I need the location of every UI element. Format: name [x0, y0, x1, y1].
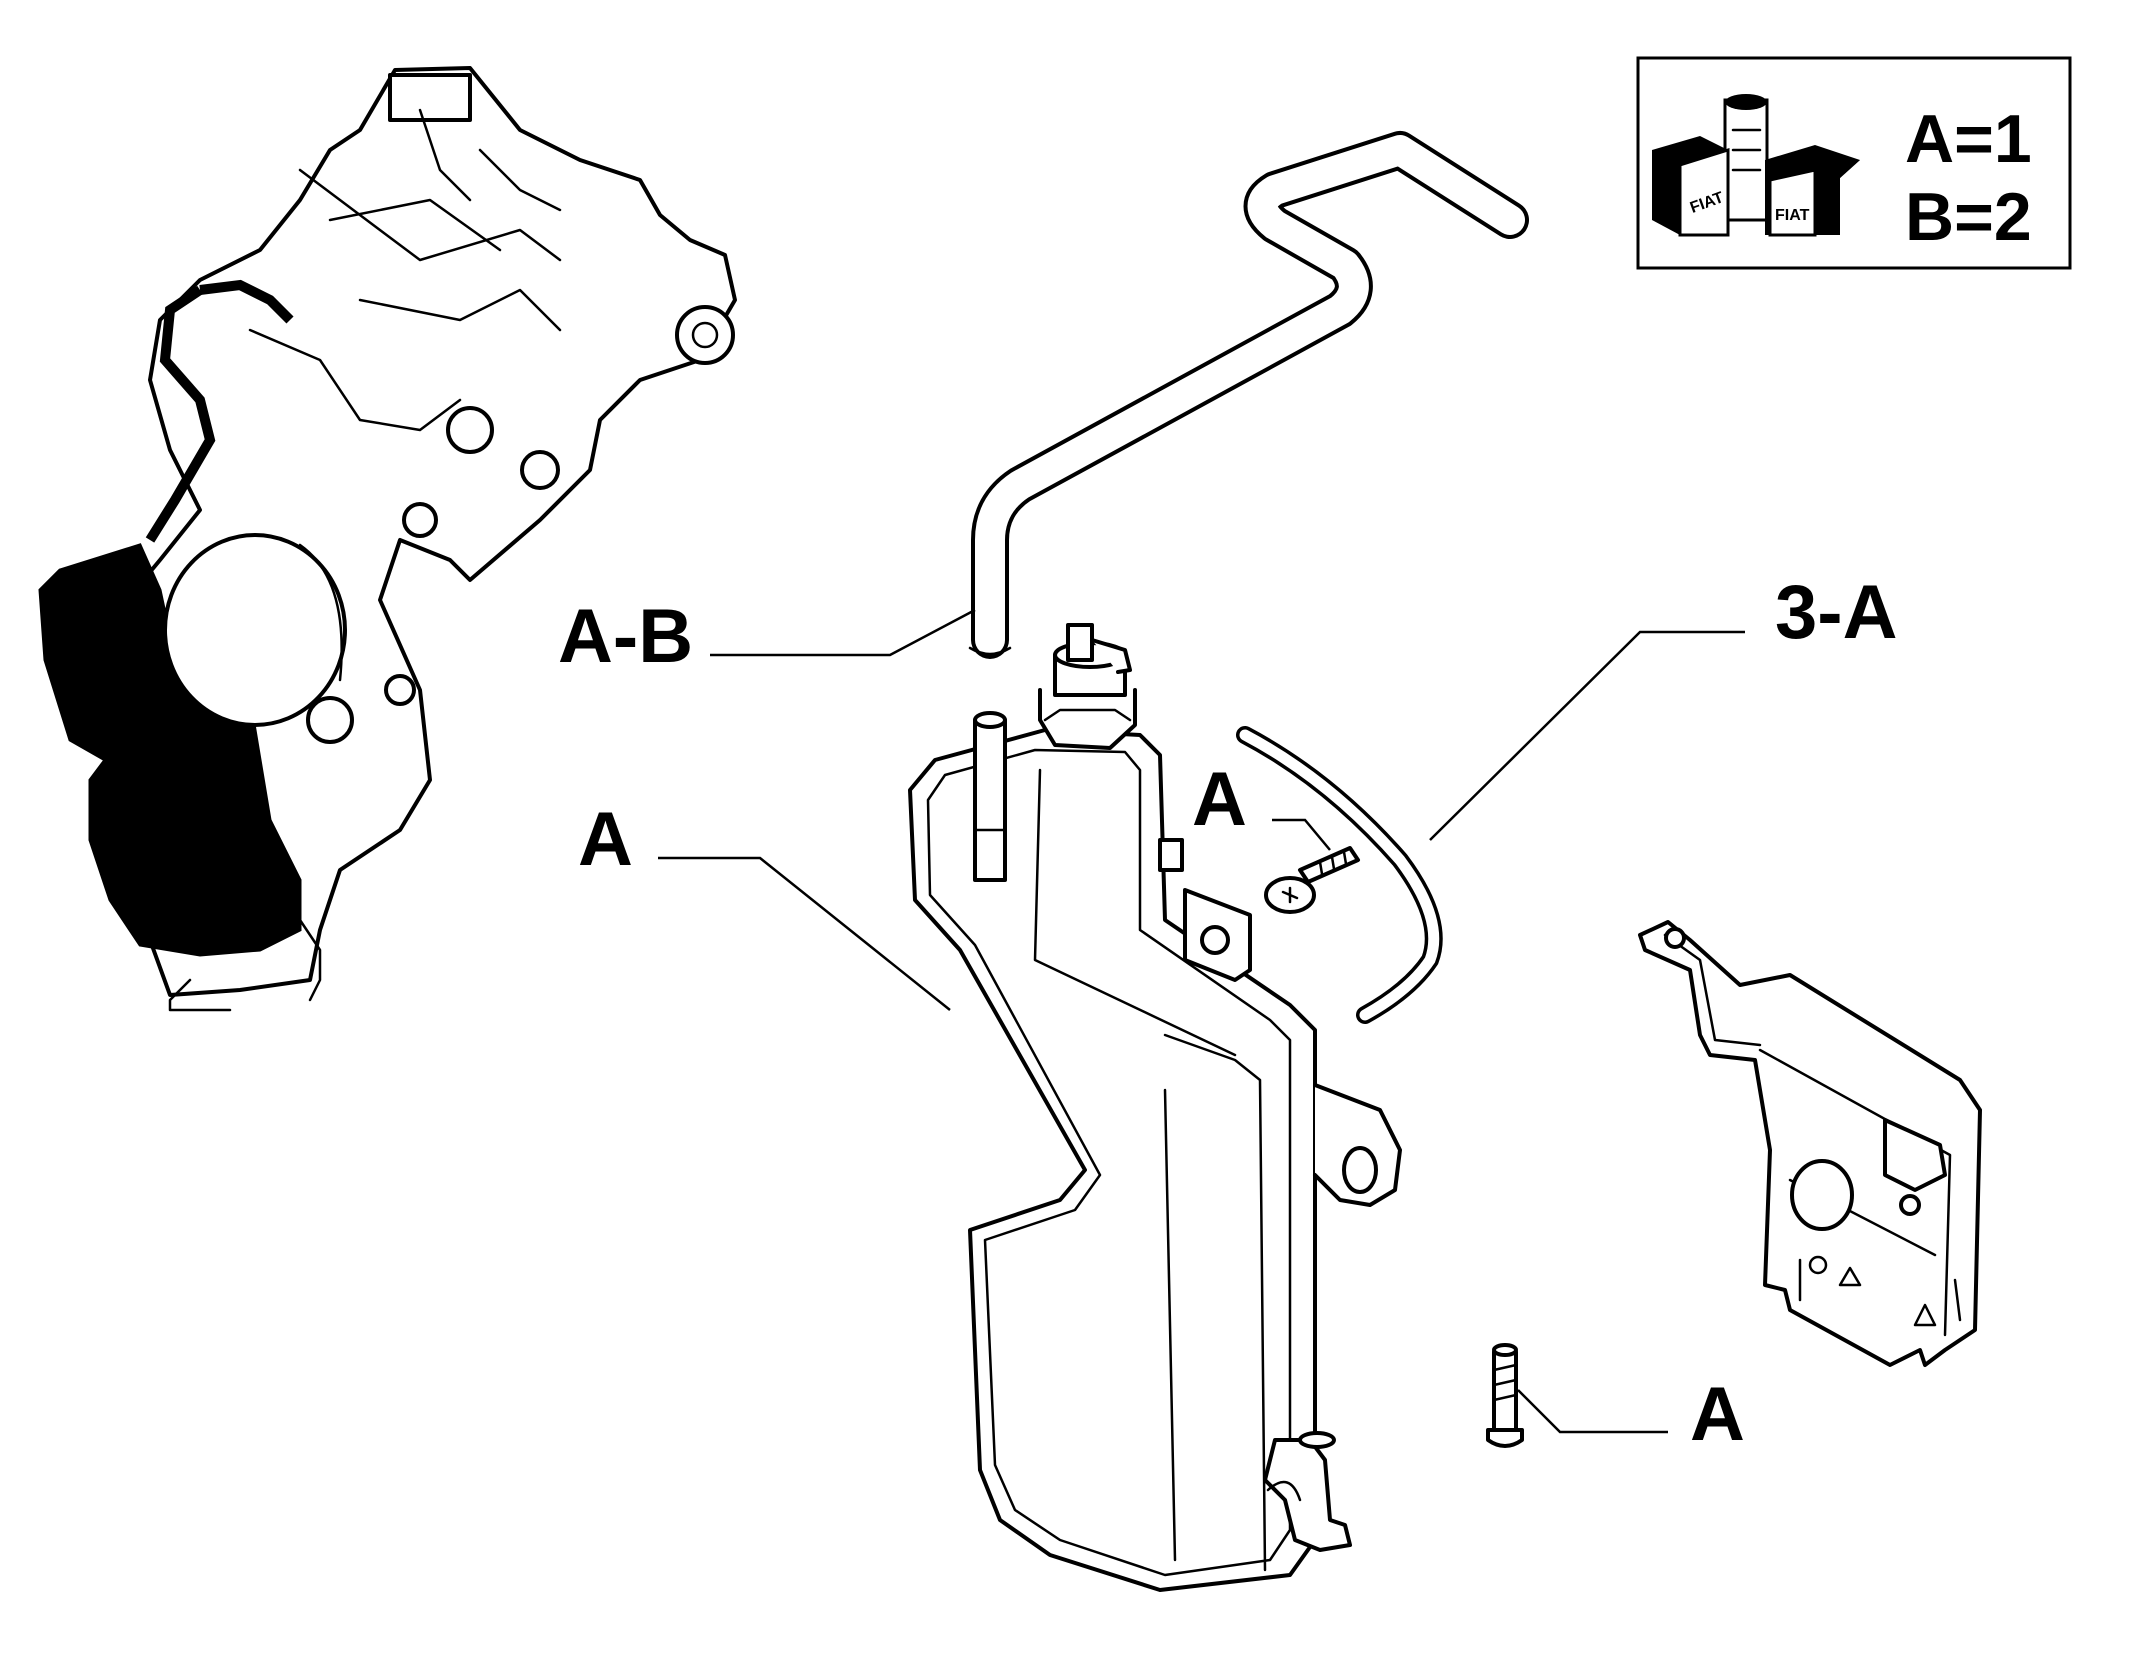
screw-lower: [1486, 1343, 1524, 1448]
small-hose: [1236, 726, 1443, 1024]
mounting-bracket: [1638, 920, 1982, 1367]
callout-screw-upper: A: [1192, 757, 1247, 842]
screw-upper: [1264, 846, 1360, 914]
callout-tank: A: [578, 797, 633, 882]
coolant-reservoir: [908, 623, 1402, 1592]
svg-text:FIAT: FIAT: [1775, 207, 1810, 224]
engine-assembly: [38, 66, 737, 1012]
upper-hose: [968, 131, 1529, 659]
callout-labels: A-B 3-A A A A: [558, 570, 1897, 1457]
fiat-parts-boxes-icon: FIAT FIAT: [1652, 94, 1860, 237]
legend-line-b: B=2: [1905, 179, 2032, 255]
legend-box: FIAT FIAT A=1 B=2: [1636, 56, 2072, 270]
legend-line-a: A=1: [1905, 101, 2032, 177]
callout-screw-lower: A: [1690, 1372, 1745, 1457]
callout-small-hose: 3-A: [1775, 570, 1897, 655]
callout-upper-hose: A-B: [558, 594, 693, 679]
leader-lines: [658, 608, 1745, 1434]
